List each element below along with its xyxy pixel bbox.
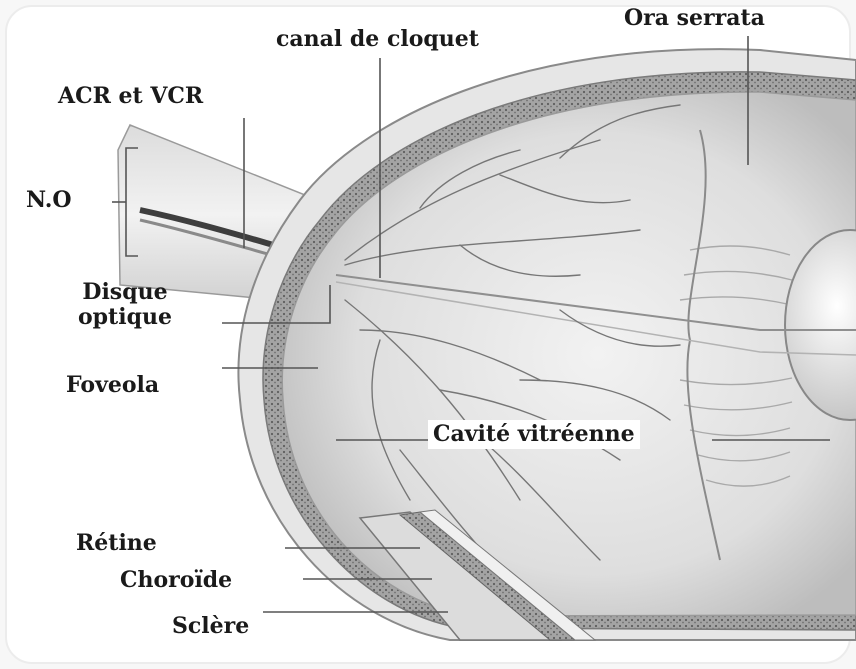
label-disque-line1: Disque [82,279,167,305]
label-canal-cloquet: canal de cloquet [276,27,479,52]
label-retine: Rétine [76,531,157,556]
label-disque-optique: Disque optique [78,280,172,329]
label-disque-line2: optique [78,304,172,330]
label-no: N.O [26,188,72,213]
label-cavite-vitreenne: Cavité vitréenne [428,420,640,449]
label-sclere: Sclère [172,614,249,639]
label-acr-vcr: ACR et VCR [58,84,203,109]
label-choroide: Choroïde [120,568,232,593]
label-foveola: Foveola [66,373,159,398]
label-ora-serrata: Ora serrata [624,6,765,31]
